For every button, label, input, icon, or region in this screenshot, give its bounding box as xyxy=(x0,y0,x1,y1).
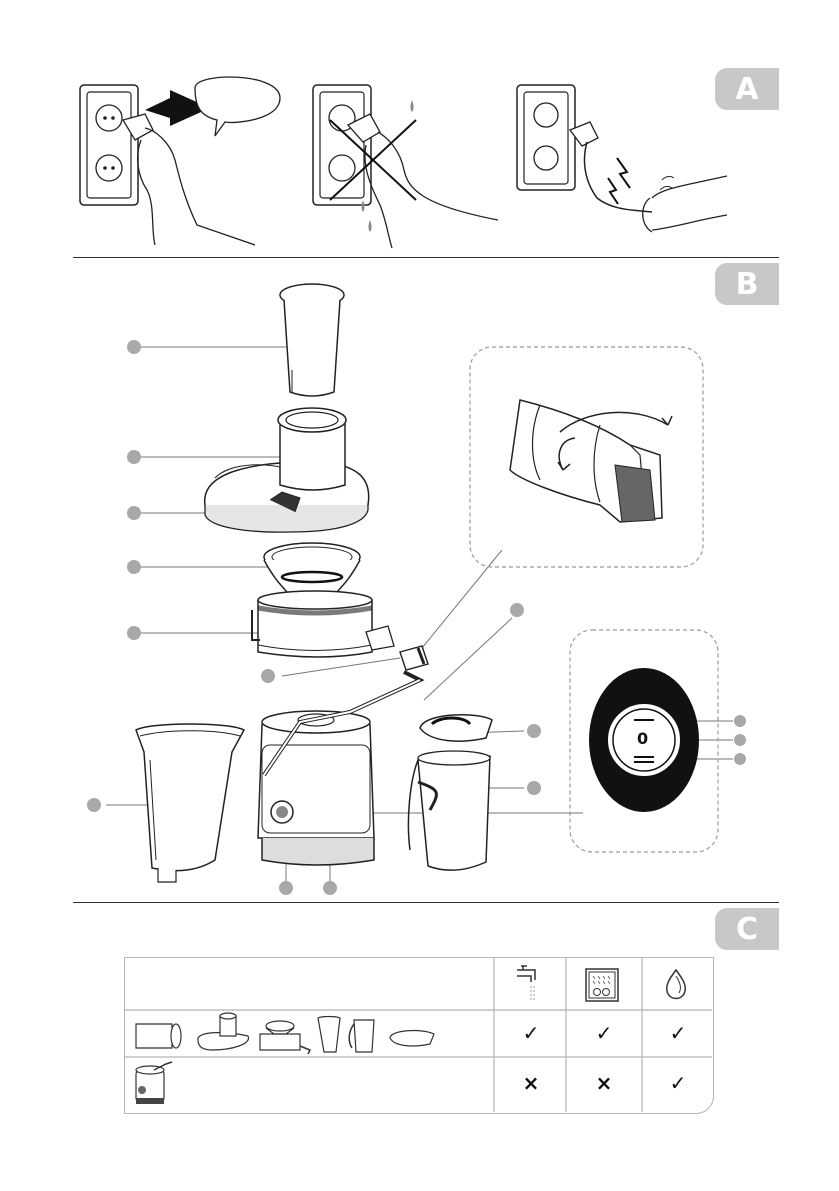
motor-base-icon xyxy=(132,1060,180,1106)
callout-marker xyxy=(127,626,141,640)
callout-marker xyxy=(127,560,141,574)
wet-hands-warning-illustration xyxy=(308,80,508,250)
cord-pull-warning-illustration xyxy=(512,80,732,250)
check-mark: ✓ xyxy=(663,1021,693,1045)
section-label: C xyxy=(736,912,758,947)
callout-marker xyxy=(261,669,275,683)
callout-marker xyxy=(87,798,101,812)
dishwasher-icon xyxy=(585,968,619,1002)
callout-marker xyxy=(734,753,746,765)
callout-marker xyxy=(127,506,141,520)
cross-mark: × xyxy=(516,1071,546,1095)
section-divider xyxy=(73,902,779,903)
section-label: A xyxy=(735,72,758,107)
section-tab-c: C xyxy=(715,908,779,950)
tap-rinse-icon xyxy=(513,966,543,1006)
callout-marker xyxy=(323,881,337,895)
juicer-exploded-view xyxy=(0,260,839,900)
callout-marker xyxy=(734,734,746,746)
detachable-parts-icon xyxy=(132,1012,442,1056)
plug-insert-illustration xyxy=(75,80,275,250)
callout-marker xyxy=(734,715,746,727)
check-mark: ✓ xyxy=(589,1021,619,1045)
callout-marker xyxy=(527,781,541,795)
callout-marker xyxy=(510,603,524,617)
callout-marker xyxy=(127,340,141,354)
callout-marker xyxy=(127,450,141,464)
switch-position-zero: 0 xyxy=(637,729,648,748)
callout-marker xyxy=(527,724,541,738)
callout-marker xyxy=(279,881,293,895)
sponge-icon xyxy=(662,968,690,1002)
section-divider xyxy=(73,257,779,258)
check-mark: ✓ xyxy=(516,1021,546,1045)
check-mark: ✓ xyxy=(663,1071,693,1095)
cross-mark: × xyxy=(589,1071,619,1095)
